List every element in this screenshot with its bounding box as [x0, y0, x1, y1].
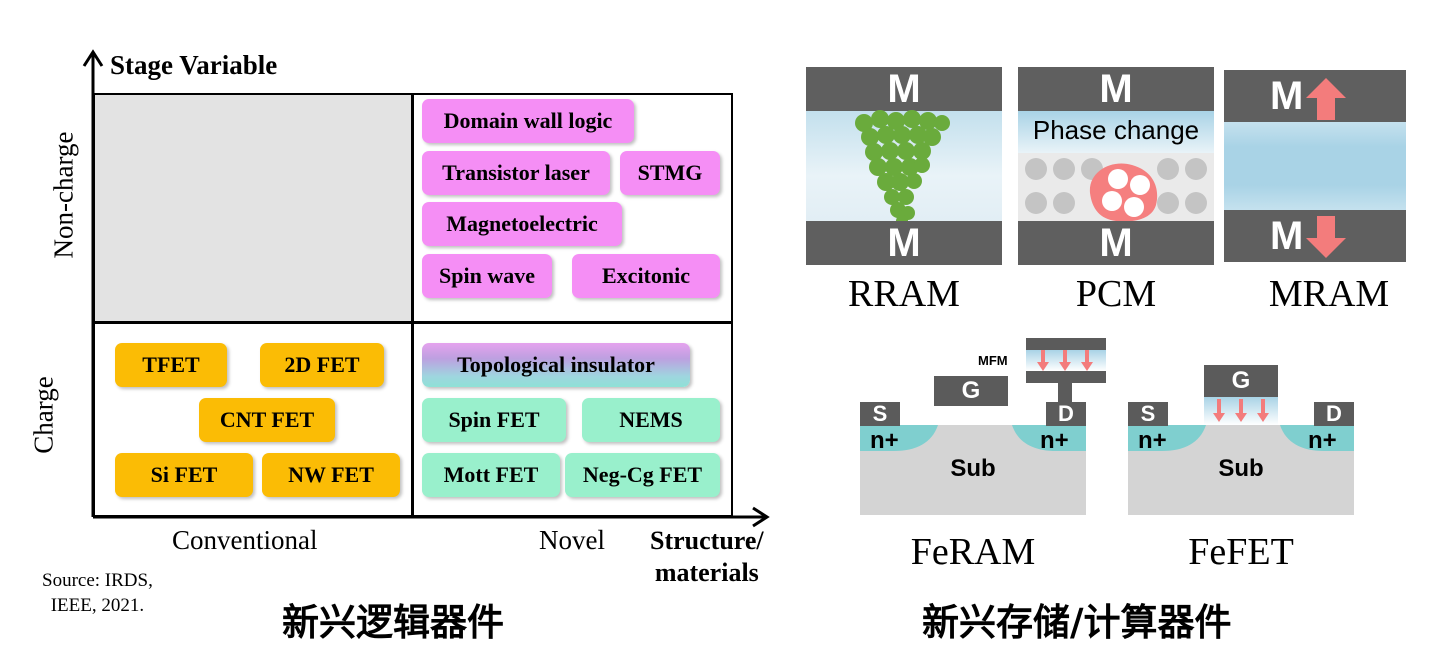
fefet-nplus-regions: [1128, 425, 1354, 451]
mram-cell: M M: [1224, 70, 1406, 262]
device-nw-fet: NW FET: [262, 453, 400, 497]
mram-bottom-label: M: [1270, 213, 1304, 258]
device-nems: NEMS: [582, 398, 720, 442]
mfm-connector: [1058, 383, 1072, 403]
pcm-layer: [1018, 111, 1214, 153]
x-label-novel: Novel: [539, 525, 605, 555]
rram-cell: M M: [806, 67, 1002, 265]
fefet-source: S: [1128, 401, 1168, 426]
device-stmg: STMG: [620, 151, 720, 195]
device-magnetoelectric: Magnetoelectric: [422, 202, 622, 246]
caption-rram: RRAM: [848, 273, 960, 315]
source-note: Source: IRDS, IEEE, 2021.: [42, 568, 153, 618]
rram-top-electrode: M: [806, 67, 1002, 111]
y-label-noncharge: Non-charge: [48, 131, 79, 259]
mfm-top-plate: [1026, 338, 1106, 350]
source-line1: Source: IRDS,: [42, 570, 153, 591]
caption-pcm: PCM: [1075, 273, 1157, 315]
device-spin-wave: Spin wave: [422, 254, 552, 298]
device-excitonic: Excitonic: [572, 254, 720, 298]
y-axis-title: Stage Variable: [110, 50, 278, 80]
mfm-bottom-plate: [1026, 371, 1106, 383]
mfm-label: MFM: [978, 353, 1008, 368]
fefet-nplus-left: n+: [1138, 427, 1167, 454]
x-label-conventional: Conventional: [172, 525, 318, 555]
fefet-drain: D: [1314, 401, 1354, 426]
feram-drain: D: [1046, 401, 1086, 426]
feram-source: S: [860, 401, 900, 426]
x-axis-title: Structure/ materials: [650, 525, 764, 589]
logic-caption: 新兴逻辑器件: [282, 601, 504, 644]
device-spin-fet: Spin FET: [422, 398, 566, 442]
device-domain-wall-logic: Domain wall logic: [422, 99, 634, 143]
fefet-polarization-arrows-icon: [1213, 399, 1269, 422]
memory-caption: 新兴存储/计算器件: [922, 601, 1232, 644]
mfm-polarization-arrows-icon: [1037, 350, 1093, 371]
x-axis-title-line1: Structure/: [650, 526, 764, 555]
arrow-up-icon: [1306, 78, 1346, 120]
rram-filament: [855, 110, 950, 227]
device-topological-insulator: Topological insulator: [422, 343, 690, 387]
device-mott-fet: Mott FET: [422, 453, 560, 497]
feram-nplus-left: n+: [870, 427, 899, 454]
device-cnt-fet: CNT FET: [199, 398, 335, 442]
fefet-sub-label: Sub: [1218, 455, 1264, 482]
feram-sub-label: Sub: [950, 455, 996, 482]
caption-fefet: FeFET: [1188, 531, 1294, 573]
device-transistor-laser: Transistor laser: [422, 151, 610, 195]
x-axis-title-line2: materials: [654, 558, 759, 587]
feram-nplus-regions: [860, 425, 1086, 451]
pcm-phase-change-label: Phase change: [1032, 115, 1200, 145]
feram-device: n+ n+ Sub S D G MFM: [860, 335, 1106, 515]
rram-bottom-electrode: M: [806, 221, 1002, 265]
quadrant-noncharge-conventional: [93, 93, 413, 323]
mram-bottom-layer: M: [1224, 210, 1406, 262]
fefet-gate: G: [1204, 365, 1278, 397]
mram-top-label: M: [1270, 73, 1304, 118]
device-2d-fet: 2D FET: [260, 343, 384, 387]
feram-nplus-right: n+: [1040, 427, 1069, 454]
source-line2: IEEE, 2021.: [50, 595, 145, 616]
fefet-nplus-right: n+: [1308, 427, 1337, 454]
caption-feram: FeRAM: [910, 531, 1036, 573]
feram-gate: G: [934, 376, 1008, 406]
device-tfet: TFET: [115, 343, 227, 387]
pcm-grains: [1025, 158, 1207, 222]
arrow-down-icon: [1306, 216, 1346, 258]
pcm-cell: M Phase change M: [1018, 67, 1214, 265]
y-label-charge: Charge: [28, 376, 59, 454]
pcm-top-electrode: M: [1018, 67, 1214, 111]
device-si-fet: Si FET: [115, 453, 253, 497]
caption-mram: MRAM: [1268, 273, 1390, 315]
fefet-device: n+ n+ Sub S D G: [1128, 335, 1354, 515]
device-neg-cg-fet: Neg-Cg FET: [565, 453, 720, 497]
pcm-bottom-electrode: M: [1018, 221, 1214, 265]
